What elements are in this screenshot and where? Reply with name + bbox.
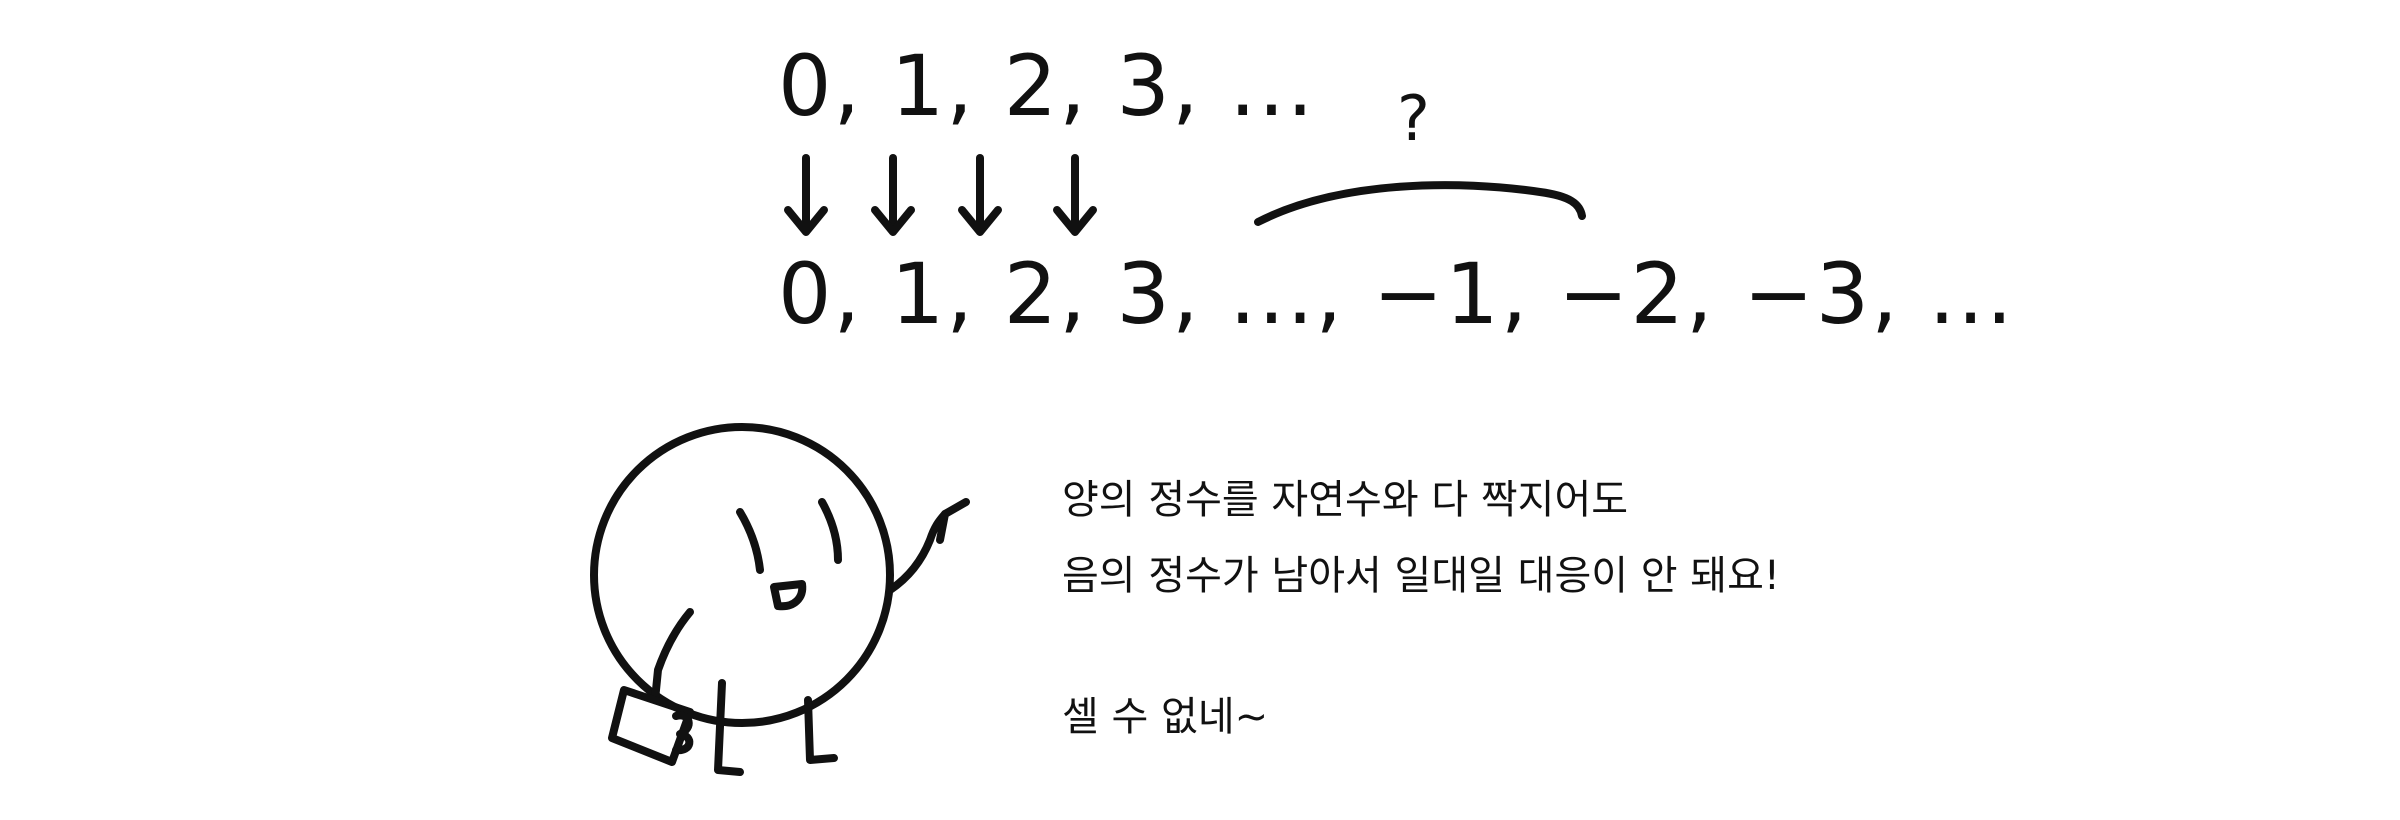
character-head bbox=[590, 423, 894, 727]
character-pointing-arm bbox=[886, 498, 970, 594]
character-right-eye bbox=[818, 498, 842, 564]
question-mark: ? bbox=[1397, 82, 1430, 155]
character-book bbox=[608, 686, 694, 766]
top-sequence: 0, 1, 2, 3, ... bbox=[778, 37, 1316, 135]
bottom-sequence: 0, 1, 2, 3, ..., −1, −2, −3, ... bbox=[778, 245, 2015, 343]
down-arrow-icon bbox=[958, 154, 1002, 236]
character-right-leg bbox=[804, 696, 838, 764]
speech-line-2: 음의 정수가 남아서 일대일 대응이 안 돼요! bbox=[1062, 553, 1780, 599]
character-left-eye bbox=[736, 508, 764, 574]
character-hand-scribble bbox=[672, 711, 694, 755]
character-left-leg bbox=[714, 679, 744, 776]
speech-line-3: 셀 수 없네~ bbox=[1062, 694, 1269, 740]
character-pointing-hand bbox=[936, 510, 949, 544]
character-mouth bbox=[770, 580, 807, 611]
down-arrow-icon bbox=[784, 154, 828, 236]
down-arrow-icon bbox=[871, 154, 915, 236]
speech-line-1: 양의 정수를 자연수와 다 짝지어도 bbox=[1062, 477, 1629, 523]
character-left-arm bbox=[651, 608, 694, 704]
stick-figure-character bbox=[590, 423, 970, 776]
down-arrow-icon bbox=[1053, 154, 1097, 236]
curved-brace bbox=[1254, 181, 1586, 226]
